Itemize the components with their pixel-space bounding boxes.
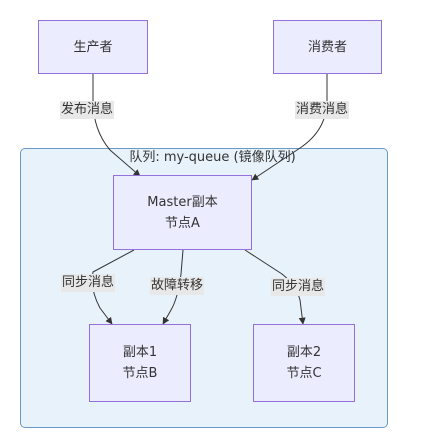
replica1-label-line2: 节点B [122, 366, 158, 381]
master-label-line1: Master副本 [147, 194, 218, 210]
replica1-node: 副本1 节点B [89, 324, 191, 402]
consumer-label: 消费者 [307, 39, 347, 55]
consumer-node: 消费者 [273, 20, 382, 74]
edge-consume [251, 74, 328, 181]
edge-label-sync2: 同步消息 [271, 278, 326, 296]
producer-node: 生产者 [38, 20, 148, 74]
replica2-label-line2: 节点C [286, 366, 322, 381]
edge-publish [92, 74, 141, 177]
replica2-label-line1: 副本2 [286, 345, 322, 360]
master-node: Master副本 节点A [113, 175, 252, 250]
replica2-node: 副本2 节点C [253, 324, 355, 402]
edge-failover [162, 249, 184, 325]
edge-label-sync1: 同步消息 [61, 274, 116, 292]
cluster-title: 队列: my-queue (镜像队列) [129, 150, 296, 165]
edge-label-consume: 消费消息 [295, 101, 350, 119]
replica1-label-line1: 副本1 [122, 345, 158, 360]
edge-label-failover: 故障转移 [150, 277, 205, 295]
edge-label-publish: 发布消息 [60, 101, 115, 119]
master-label-line2: 节点A [165, 215, 200, 231]
producer-label: 生产者 [73, 39, 113, 55]
